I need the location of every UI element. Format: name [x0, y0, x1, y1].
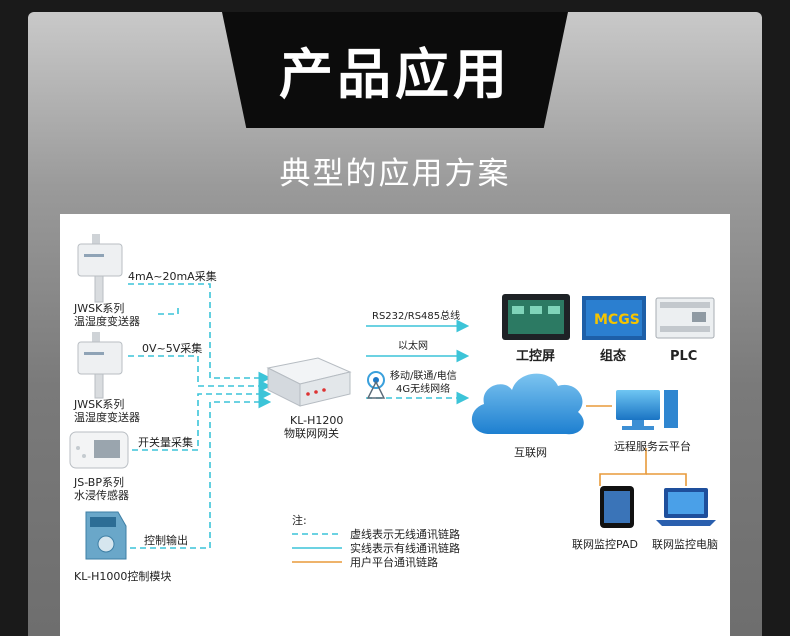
platform-links: [586, 405, 687, 486]
sensor-1-icon: [77, 234, 123, 303]
voltage-link-label: 0V~5V采集: [142, 342, 203, 355]
gateway-type: 物联网网关: [284, 427, 339, 440]
water-sensor-type: 水浸传感器: [74, 489, 129, 502]
switch-link-label: 开关量采集: [138, 436, 193, 449]
control-link-label: 控制输出: [144, 534, 188, 547]
sensor-2-name: JWSK系列: [74, 398, 125, 411]
ethernet-label: 以太网: [398, 341, 428, 352]
rs-bus-label: RS232/RS485总线: [372, 311, 461, 322]
wireless-links: [128, 283, 272, 549]
water-sensor-icon: [69, 431, 129, 469]
water-sensor-name: JS-BP系列: [74, 476, 124, 489]
legend-lines: [292, 533, 342, 563]
gateway-model: KL-H1200: [290, 414, 344, 427]
wireless-4g-label: 4G无线网络: [396, 384, 451, 395]
mcgs-logo: MCGS: [594, 312, 640, 328]
mobile-label: 移动/联通/电信: [390, 371, 457, 382]
mcgs-config-icon: MCGS: [582, 296, 646, 340]
antenna-icon: [366, 371, 386, 399]
legend-title: 注:: [292, 514, 307, 527]
legend-platform: 用户平台通讯链路: [350, 556, 438, 569]
legend-dashed: 虚线表示无线通讯链路: [350, 528, 460, 541]
laptop-icon: [656, 488, 716, 526]
diagram-graphics: MCGS: [69, 234, 716, 563]
sensor-2-type: 温湿度变送器: [74, 411, 140, 424]
pad-label: 联网监控PAD: [572, 538, 638, 551]
hmi-label: 工控屏: [516, 349, 556, 364]
hmi-screen-icon: [502, 294, 570, 340]
sensor-1-type: 温湿度变送器: [74, 315, 140, 328]
cloud-platform-computer-icon: [616, 390, 678, 430]
control-module-name: KL-H1000控制模块: [74, 570, 172, 583]
application-diagram: MCGS: [60, 214, 730, 636]
current-link-label: 4mA~20mA采集: [128, 270, 217, 283]
wired-links: [366, 319, 470, 363]
sensor-1-name: JWSK系列: [74, 302, 125, 315]
plc-icon: [655, 297, 715, 339]
pad-icon: [600, 486, 634, 528]
config-label: 组态: [600, 349, 627, 364]
page-subtitle: 典型的应用方案: [279, 156, 511, 192]
gateway-icon: [266, 357, 352, 407]
legend-solid: 实线表示有线通讯链路: [350, 542, 460, 555]
pc-label: 联网监控电脑: [652, 538, 718, 551]
plc-label: PLC: [670, 349, 698, 364]
header-tab: [222, 12, 568, 128]
internet-label: 互联网: [514, 446, 547, 459]
control-module-icon: [85, 511, 127, 560]
cloud-platform-label: 远程服务云平台: [614, 440, 691, 453]
internet-cloud-icon: [471, 373, 584, 435]
sensor-2-icon: [77, 332, 123, 399]
page-title: 产品应用: [279, 43, 511, 106]
